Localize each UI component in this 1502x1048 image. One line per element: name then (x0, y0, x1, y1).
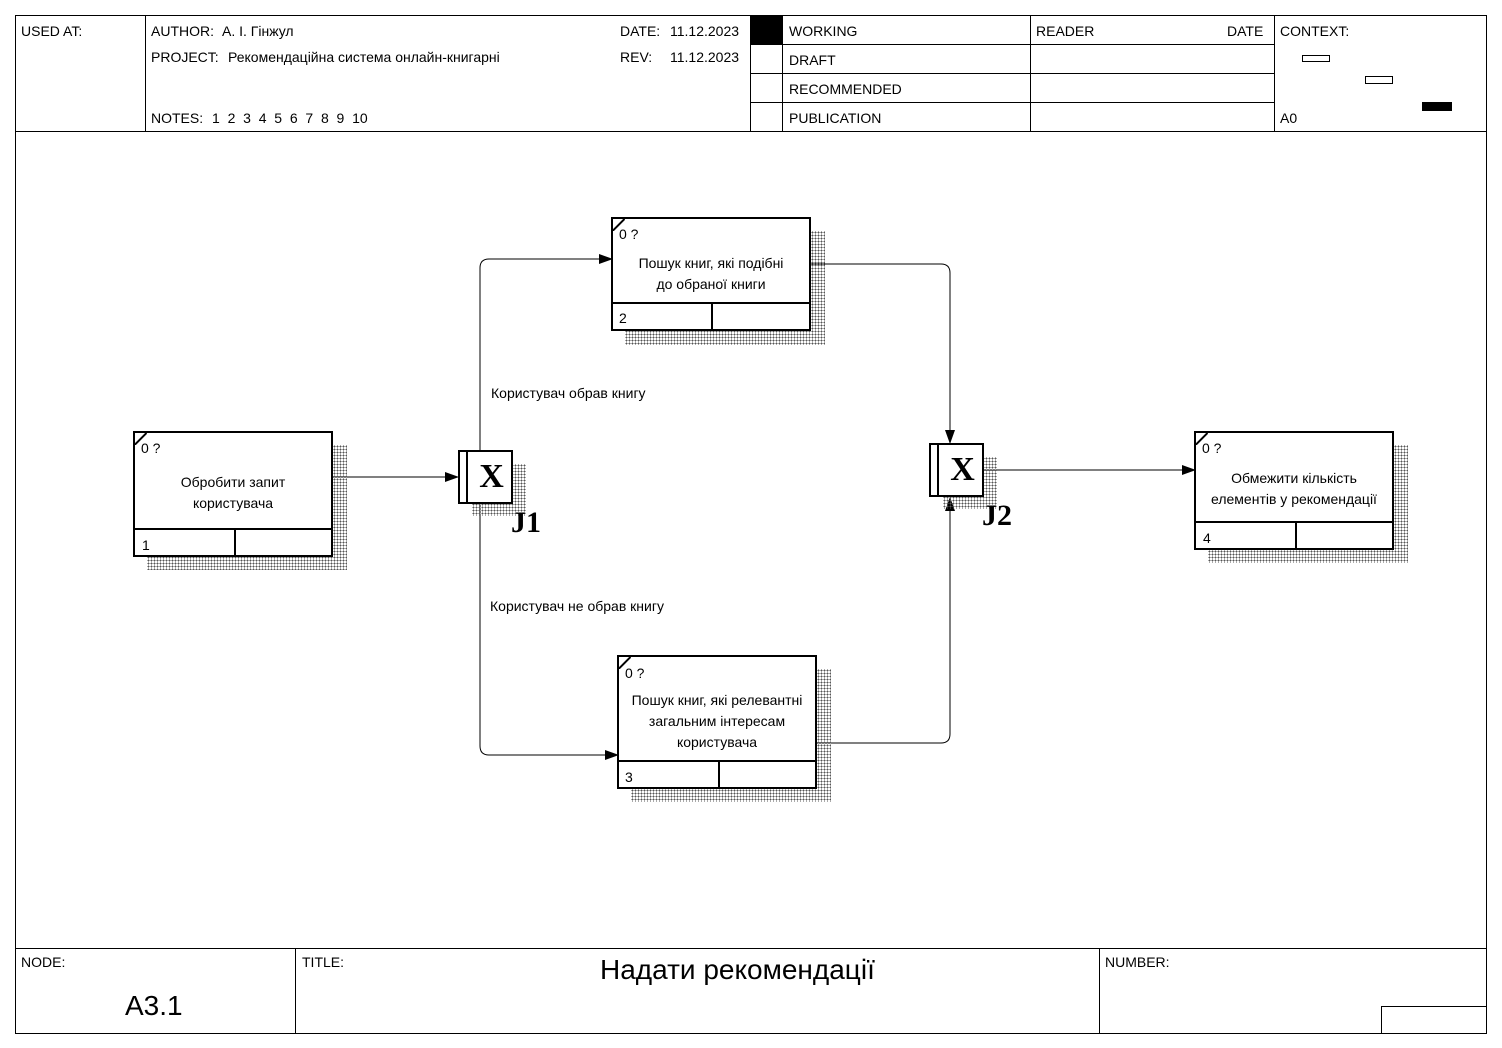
notes-label: NOTES: (151, 110, 204, 126)
box-title: Обмежити кількість елементів у рекоменда… (1196, 468, 1392, 510)
node-label: NODE: (21, 954, 66, 970)
box-cost: 0 ? (625, 665, 645, 681)
author-label: AUTHOR: (151, 23, 214, 39)
header-bottom-border (15, 131, 1487, 132)
junction-j1[interactable]: X (458, 450, 513, 504)
status-row-line (750, 102, 1275, 103)
page-frame (15, 15, 1487, 1034)
arrow-j1-to-box3 (479, 503, 619, 760)
arrow-box3-to-j2 (817, 497, 955, 744)
rev-label: REV: (620, 49, 653, 65)
activity-box-1[interactable]: 0 ? Обробити запит користувача 1 (133, 431, 333, 557)
node-value: A3.1 (125, 990, 183, 1021)
box-title-line: до обраної книги (656, 276, 766, 292)
junction-label-j2: J2 (982, 499, 1012, 532)
status-recommended: RECOMMENDED (789, 81, 902, 97)
box-number: 3 (625, 769, 633, 785)
box-footer-divider (1295, 521, 1297, 548)
number-label: NUMBER: (1105, 954, 1170, 970)
number-box (1381, 1006, 1487, 1034)
reader-label: READER (1036, 23, 1095, 39)
box-title-line: Обмежити кількість (1231, 470, 1357, 486)
used-at-label: USED AT: (21, 23, 83, 39)
arrow-label-not-chosen: Користувач не обрав книгу (490, 598, 664, 614)
status-draft: DRAFT (789, 52, 836, 68)
context-node: A0 (1280, 110, 1298, 126)
footer-divider (1099, 948, 1100, 1034)
status-row-line (750, 44, 1275, 45)
rev-value: 11.12.2023 (670, 49, 740, 65)
junction-xor-symbol: X (479, 458, 504, 495)
diagram-title: Надати рекомендації (600, 954, 875, 985)
activity-box-2[interactable]: 0 ? Пошук книг, які подібні до обраної к… (611, 217, 811, 331)
box-cost: 0 ? (619, 226, 639, 242)
status-row-line (750, 73, 1275, 74)
box-title-line: Обробити запит (180, 474, 286, 490)
header-divider (145, 15, 146, 132)
status-working: WORKING (789, 23, 858, 39)
box-cost: 0 ? (141, 440, 161, 456)
activity-box-4[interactable]: 0 ? Обмежити кількість елементів у реком… (1194, 431, 1394, 550)
junction-j2[interactable]: X (929, 443, 984, 497)
context-box (1302, 55, 1330, 62)
box-title: Обробити запит користувача (135, 472, 331, 514)
project-label: PROJECT: (151, 49, 219, 65)
working-marker (751, 16, 782, 44)
context-box-current (1422, 102, 1452, 111)
box-number: 4 (1203, 530, 1211, 546)
date-value: 11.12.2023 (670, 23, 740, 39)
box-cost: 0 ? (1202, 440, 1222, 456)
box-title-line: користувача (676, 734, 758, 750)
context-label: CONTEXT: (1280, 23, 1350, 39)
box-footer-divider (718, 760, 720, 787)
box-title: Пошук книг, які подібні до обраної книги (613, 253, 809, 295)
box-footer-divider (711, 302, 713, 329)
footer-divider (295, 948, 296, 1034)
title-label: TITLE: (302, 954, 345, 970)
date-label: DATE: (620, 23, 661, 39)
context-box (1365, 76, 1393, 84)
box-title: Пошук книг, які релевантні загальним інт… (619, 690, 815, 753)
junction-xor-symbol: X (950, 451, 975, 488)
notes-value: 1 2 3 4 5 6 7 8 9 10 (212, 110, 368, 126)
project-value: Рекомендаційна система онлайн-книгарні (228, 49, 500, 65)
footer-top-border (15, 948, 1487, 949)
box-footer (135, 528, 331, 530)
box-footer (1196, 521, 1392, 523)
box-title-line: Пошук книг, які подібні (638, 255, 784, 271)
box-title-line: користувача (192, 495, 274, 511)
arrow-box2-to-j2 (811, 263, 955, 444)
author-value: А. І. Гінжул (222, 23, 294, 39)
box-title-line: загальним інтересам (648, 713, 786, 729)
box-footer (619, 760, 815, 762)
box-number: 1 (142, 537, 150, 553)
junction-bar (466, 452, 468, 502)
arrow-label-chosen: Користувач обрав книгу (491, 385, 646, 401)
reader-date-label: DATE (1227, 23, 1264, 39)
junction-bar (937, 445, 939, 495)
junction-label-j1: J1 (511, 506, 541, 539)
activity-box-3[interactable]: 0 ? Пошук книг, які релевантні загальним… (617, 655, 817, 789)
arrow-j1-to-box2 (479, 254, 613, 451)
box-title-line: елементів у рекомендації (1211, 491, 1377, 507)
box-number: 2 (619, 310, 627, 326)
status-publication: PUBLICATION (789, 110, 882, 126)
box-title-line: Пошук книг, які релевантні (631, 692, 803, 708)
box-footer-divider (234, 528, 236, 555)
